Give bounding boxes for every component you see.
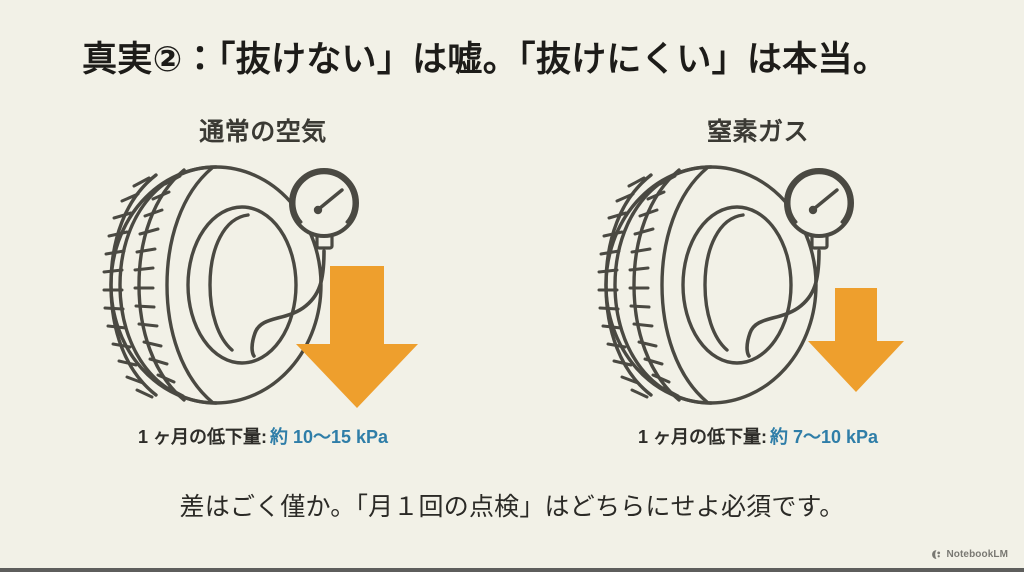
pressure-gauge-icon <box>289 168 359 250</box>
tire-hub-icon <box>186 205 298 365</box>
notebooklm-watermark-label: NotebookLM <box>946 549 1008 560</box>
tire-tread-hatch-inner <box>628 174 680 398</box>
panel-nitrogen-gas: 窒素ガス <box>543 112 973 462</box>
caption-value-nitrogen-gas: 約 7〜10 kPa <box>769 427 879 447</box>
caption-normal-air: 1 ヶ月の低下量:約 10〜15 kPa <box>48 423 478 449</box>
notebooklm-watermark: NotebookLM <box>931 549 1008 560</box>
air-hose-icon <box>250 249 326 358</box>
caption-nitrogen-gas: 1 ヶ月の低下量:約 7〜10 kPa <box>543 423 973 449</box>
air-hose-icon <box>745 249 821 358</box>
tire-tread-hatch-outer <box>597 176 649 399</box>
caption-value-normal-air: 約 10〜15 kPa <box>269 427 389 447</box>
pressure-gauge-icon <box>784 168 854 250</box>
tire-gauge-illustration-nitrogen-gas <box>593 156 923 414</box>
notebooklm-logo-icon <box>931 549 942 560</box>
player-bottom-edge <box>0 568 1024 572</box>
page-title: 真実②：「抜けない」は嘘。「抜けにくい」は本当。 <box>82 40 889 79</box>
pressure-drop-arrow-small <box>808 288 904 392</box>
tire-gauge-illustration-normal-air <box>98 156 428 414</box>
caption-label-nitrogen-gas: 1 ヶ月の低下量: <box>637 427 767 447</box>
tire-tread-hatch-outer <box>102 176 154 399</box>
panel-heading-normal-air: 通常の空気 <box>199 118 327 146</box>
summary-note: 差はごく僅か。「月１回の点検」はどちらにせよ必須です。 <box>179 493 845 521</box>
panel-normal-air: 通常の空気 <box>48 112 478 462</box>
tire-tread-hatch-inner <box>133 174 185 398</box>
panel-heading-nitrogen-gas: 窒素ガス <box>706 118 809 146</box>
caption-label-normal-air: 1 ヶ月の低下量: <box>137 427 267 447</box>
pressure-drop-arrow-large <box>296 266 418 408</box>
tire-hub-icon <box>681 205 793 365</box>
